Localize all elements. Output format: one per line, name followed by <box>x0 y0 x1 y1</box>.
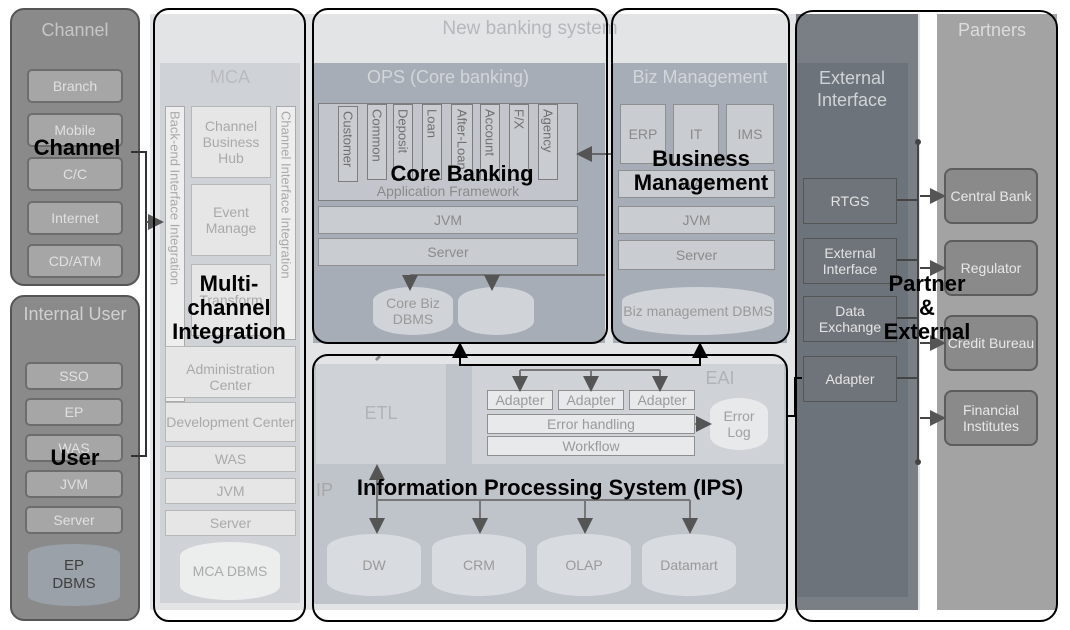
ops-dbms-2 <box>458 287 534 335</box>
external-interface-item[interactable]: External Interface <box>803 238 897 284</box>
ips-db-datamart: Datamart <box>642 534 736 596</box>
channel-item-cc[interactable]: C/C <box>27 157 123 191</box>
new-banking-system-title: New banking system <box>442 18 618 39</box>
mca-event-manage[interactable]: Event Manage <box>191 184 271 256</box>
ops-server[interactable]: Server <box>318 238 578 266</box>
external-interface-title: External Interface <box>816 68 888 110</box>
ips-db-crm: CRM <box>432 534 526 596</box>
ips-box[interactable] <box>312 354 788 622</box>
internal-user-ep[interactable]: EP <box>25 398 123 426</box>
internal-user-was[interactable]: WAS <box>25 434 123 462</box>
external-rtgs[interactable]: RTGS <box>803 178 897 224</box>
mca-channel-business-hub[interactable]: Channel Business Hub <box>191 106 271 178</box>
mca-title: MCA <box>210 67 250 87</box>
ops-module-common[interactable]: Common <box>367 104 387 180</box>
mca-transform[interactable]: Transform <box>191 264 271 336</box>
mca-administration-center[interactable]: Administration Center <box>165 346 296 398</box>
overlay-label-ips: Information Processing System (IPS) <box>356 475 744 500</box>
partner-regulator[interactable]: Regulator <box>944 240 1038 296</box>
ops-module-customer[interactable]: Customer <box>338 106 358 182</box>
biz-ims[interactable]: IMS <box>726 104 774 164</box>
channel-panel <box>10 8 140 286</box>
overlay-label-multichannel: Multi- channel Integration <box>172 271 286 345</box>
ops-module-agency[interactable]: Agency <box>538 104 558 180</box>
ops-application-framework: Application Framework <box>376 183 520 199</box>
channel-item-cd-atm[interactable]: CD/ATM <box>27 244 123 278</box>
biz-jvm[interactable]: JVM <box>618 206 775 234</box>
internal-user-title: Internal User <box>23 304 127 324</box>
ips-db-olap: OLAP <box>537 534 631 596</box>
mca-was[interactable]: WAS <box>165 446 296 472</box>
etl-panel <box>316 364 446 464</box>
ep-dbms-label: EP DBMS <box>52 557 96 592</box>
eai-adapter-2[interactable]: Adapter <box>558 390 624 410</box>
channel-item-mobile[interactable]: Mobile <box>27 113 123 147</box>
ops-core-biz-dbms: Core Biz DBMS <box>373 287 453 335</box>
biz-title: Biz Management <box>632 67 768 87</box>
mca-development-center[interactable]: Development Center <box>165 402 296 442</box>
eai-error-handling[interactable]: Error handling <box>487 414 695 434</box>
ops-title: OPS (Core banking) <box>366 67 530 87</box>
partner-central-bank[interactable]: Central Bank <box>944 168 1038 224</box>
ops-module-account[interactable]: Account <box>480 104 500 180</box>
channel-title: Channel <box>41 20 109 40</box>
eai-workflow[interactable]: Workflow <box>487 436 695 456</box>
business-management-box[interactable] <box>611 8 790 344</box>
ips-db-dw: DW <box>327 534 421 596</box>
mca-jvm[interactable]: JVM <box>165 478 296 504</box>
multichannel-integration-box[interactable] <box>153 8 306 622</box>
ops-jvm[interactable]: JVM <box>318 206 578 234</box>
biz-was[interactable]: WAS <box>618 170 775 198</box>
eai-label: EAI <box>705 368 735 388</box>
ops-module-after-loan[interactable]: After-Loan <box>451 104 473 180</box>
biz-management-dbms: Biz management DBMS <box>622 287 774 335</box>
external-adapter[interactable]: Adapter <box>803 356 897 402</box>
eai-adapter-1[interactable]: Adapter <box>487 390 553 410</box>
partner-credit-bureau[interactable]: Credit Bureau <box>944 315 1038 371</box>
partner-financial-institutes[interactable]: Financial Institutes <box>944 390 1038 446</box>
mca-backend-integration-bar: Back-end Interface Integration <box>165 106 185 402</box>
partners-title: Partners <box>957 20 1027 40</box>
ops-module-fx[interactable]: F/X <box>509 104 529 180</box>
core-banking-box[interactable] <box>312 8 608 344</box>
eai-error-log: Error Log <box>710 398 768 450</box>
internal-user-jvm[interactable]: JVM <box>25 470 123 498</box>
internal-user-server[interactable]: Server <box>25 506 123 534</box>
overlay-label-channel: Channel <box>33 135 121 160</box>
ops-module-loan[interactable]: Loan <box>422 104 442 180</box>
internal-user-sso[interactable]: SSO <box>25 362 123 390</box>
ops-modules-frame <box>318 103 578 201</box>
etl-label: ETL <box>364 403 398 423</box>
overlay-label-partner-external: Partner & External <box>883 271 971 345</box>
ops-module-deposit[interactable]: Deposit <box>393 104 413 180</box>
channel-item-internet[interactable]: Internet <box>27 201 123 235</box>
ips-label-partial: IP <box>316 480 334 500</box>
biz-erp[interactable]: ERP <box>620 104 666 164</box>
channel-item-branch[interactable]: Branch <box>27 69 123 103</box>
mca-dbms: MCA DBMS <box>180 542 280 600</box>
overlay-label-core-banking: Core Banking <box>390 161 534 186</box>
mca-channel-integration-bar: Channel Interface Integration <box>276 106 296 340</box>
mca-server[interactable]: Server <box>165 510 296 536</box>
overlay-label-business-management: Business Management <box>633 146 769 196</box>
external-data-exchange[interactable]: Data Exchange <box>803 296 897 342</box>
partner-external-box[interactable] <box>795 10 1058 622</box>
biz-it[interactable]: IT <box>673 104 719 164</box>
partners-panel <box>937 14 1057 610</box>
biz-server[interactable]: Server <box>618 240 775 270</box>
overlay-label-user: User <box>50 445 100 470</box>
ep-dbms-cylinder <box>28 544 120 606</box>
